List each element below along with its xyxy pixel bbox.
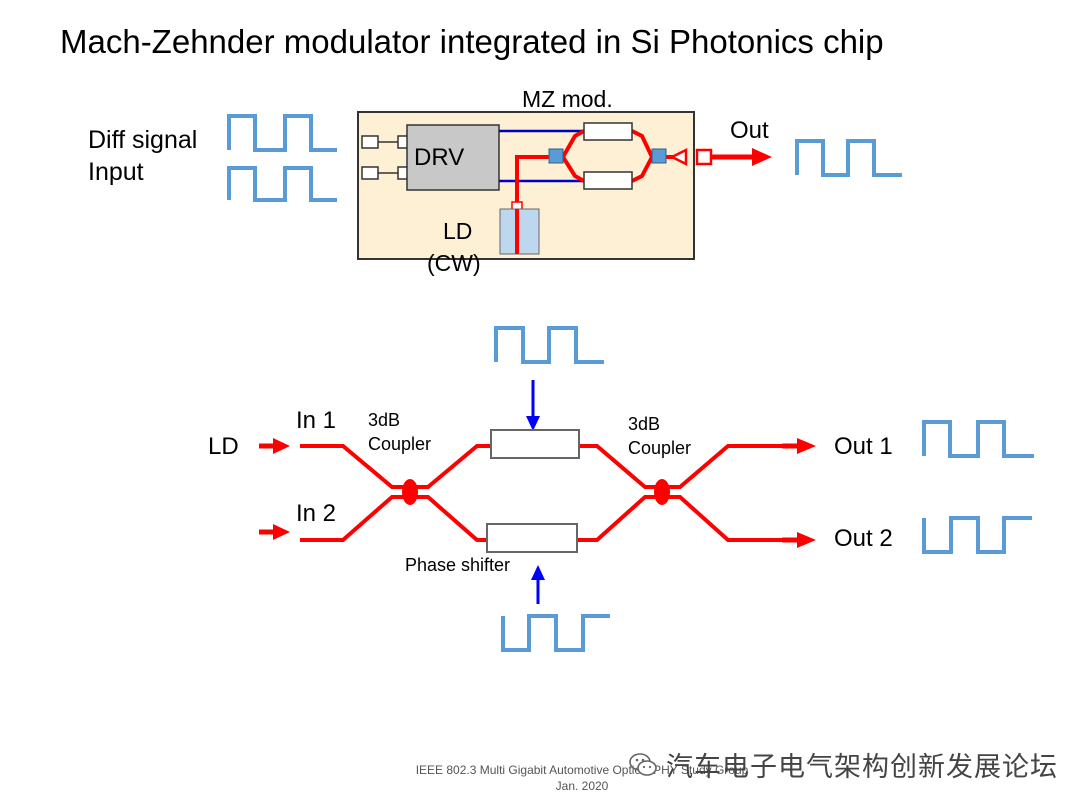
diff-input-waveform-positive [227,114,337,152]
out1-label: Out 1 [834,433,893,460]
laser-diode [499,208,540,255]
coupler-left-label-2: Coupler [368,434,431,454]
diff-input-waveform-negative [227,166,337,202]
out2-arrow [797,532,816,548]
phase-arm-bottom [583,171,633,190]
bottom-diagram: LD In 1 In 2 3dB Coupler 3dB Coupler Pha… [208,326,1034,652]
top-diagram: Diff signal Input MZ mod. DRV [88,86,902,276]
input-pad-2 [361,166,379,180]
coupler-left [402,479,418,505]
optical-mzi-arms [561,129,654,183]
top-modulation-arrow [526,416,540,431]
mzi-splitter [548,148,564,164]
phase-arm-top [583,122,633,141]
phase-shifter-upper [490,429,580,459]
coupler-left-label-1: 3dB [368,410,400,430]
footer-line-1: IEEE 802.3 Multi Gigabit Automotive Opti… [415,763,749,777]
bottom-modulation-arrow [531,565,545,580]
mz-mod-label: MZ mod. [522,86,613,112]
diff-signal-label: Diff signal [88,126,197,154]
coupler-right-label-2: Coupler [628,438,691,458]
output-arrow [752,148,772,166]
bottom-modulation-waveform [501,614,610,652]
top-modulation-waveform [494,326,604,364]
footer-line-2: Jan. 2020 [555,779,609,793]
page-title: Mach-Zehnder modulator integrated in Si … [60,23,884,60]
ld-label: LD [443,218,472,244]
coupler-right [654,479,670,505]
in2-arrow [273,524,290,540]
out1-waveform [922,420,1034,458]
out1-arrow [797,438,816,454]
out-label: Out [730,117,769,144]
cw-label: (CW) [427,250,481,276]
drv-block [406,124,500,191]
in1-arrow [273,438,290,454]
drv-label: DRV [414,144,464,171]
in1-label: In 1 [296,407,336,434]
output-waveform [795,139,902,177]
ld-input-label: LD [208,433,239,460]
out2-waveform [922,516,1032,554]
phase-shifter-lower [486,523,578,553]
mzi-combiner [651,148,667,164]
output-taper [669,147,688,167]
input-pad-1 [361,135,379,149]
in2-label: In 2 [296,500,336,527]
input-label: Input [88,158,144,186]
out2-label: Out 2 [834,525,893,552]
coupler-right-label-1: 3dB [628,414,660,434]
wechat-logo-icon [629,752,657,776]
output-pad [695,148,713,166]
watermark-text: 汽车电子电气架构创新发展论坛 [666,752,1058,782]
watermark: 汽车电子电气架构创新发展论坛 [628,745,1058,784]
phase-shifter-label: Phase shifter [405,555,510,575]
footer: IEEE 802.3 Multi Gigabit Automotive Opti… [372,762,792,794]
